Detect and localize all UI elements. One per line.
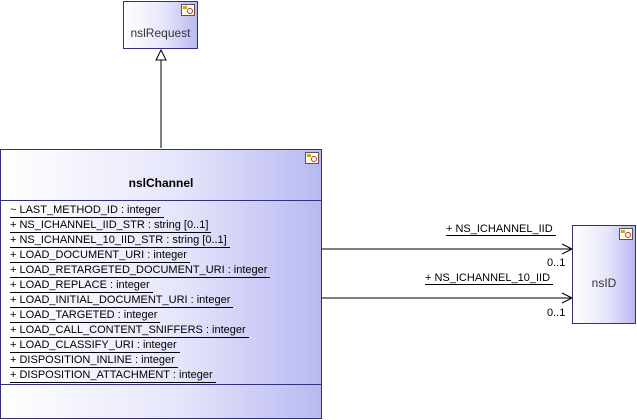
class-nslrequest[interactable]: nslRequest — [123, 1, 198, 49]
association-role-label[interactable]: + NS_ICHANNEL_IID — [446, 223, 556, 236]
attribute-row[interactable]: + NS_ICHANNEL_IID_STR : string [0..1] — [10, 219, 212, 233]
operations-compartment — [1, 384, 321, 419]
class-nslchannel[interactable]: nslChannel ~ LAST_METHOD_ID : integer + … — [0, 149, 322, 419]
class-stereotype-icon — [305, 152, 319, 164]
association-role-label[interactable]: + NS_ICHANNEL_10_IID — [425, 272, 554, 285]
attribute-row[interactable]: + DISPOSITION_INLINE : integer — [10, 354, 178, 368]
class-stereotype-icon — [181, 4, 195, 16]
class-name: nslRequest — [130, 26, 191, 40]
attribute-row[interactable]: ~ LAST_METHOD_ID : integer — [10, 204, 164, 218]
attribute-row[interactable]: + NS_ICHANNEL_10_IID_STR : string [0..1] — [10, 234, 230, 248]
attributes-compartment: ~ LAST_METHOD_ID : integer + NS_ICHANNEL… — [1, 200, 321, 385]
class-name: nsID — [591, 276, 617, 290]
attribute-row[interactable]: + LOAD_RETARGETED_DOCUMENT_URI : integer — [10, 264, 271, 278]
attribute-row[interactable]: + LOAD_CLASSIFY_URI : integer — [10, 339, 180, 353]
association-multiplicity: 0..1 — [547, 307, 566, 319]
class-name: nslChannel — [128, 176, 194, 190]
class-stereotype-icon — [619, 228, 633, 240]
attribute-row[interactable]: + LOAD_TARGETED : integer — [10, 309, 161, 323]
generalization-arrowhead — [155, 48, 167, 61]
class-nsid[interactable]: nsID — [572, 225, 636, 324]
association-multiplicity: 0..1 — [547, 257, 566, 269]
attribute-row[interactable]: + LOAD_INITIAL_DOCUMENT_URI : integer — [10, 294, 234, 308]
attribute-row[interactable]: + DISPOSITION_ATTACHMENT : integer — [10, 369, 216, 383]
attribute-row[interactable]: + LOAD_DOCUMENT_URI : integer — [10, 249, 190, 263]
attribute-row[interactable]: + LOAD_CALL_CONTENT_SNIFFERS : integer — [10, 324, 249, 338]
attribute-row[interactable]: + LOAD_REPLACE : integer — [10, 279, 153, 293]
